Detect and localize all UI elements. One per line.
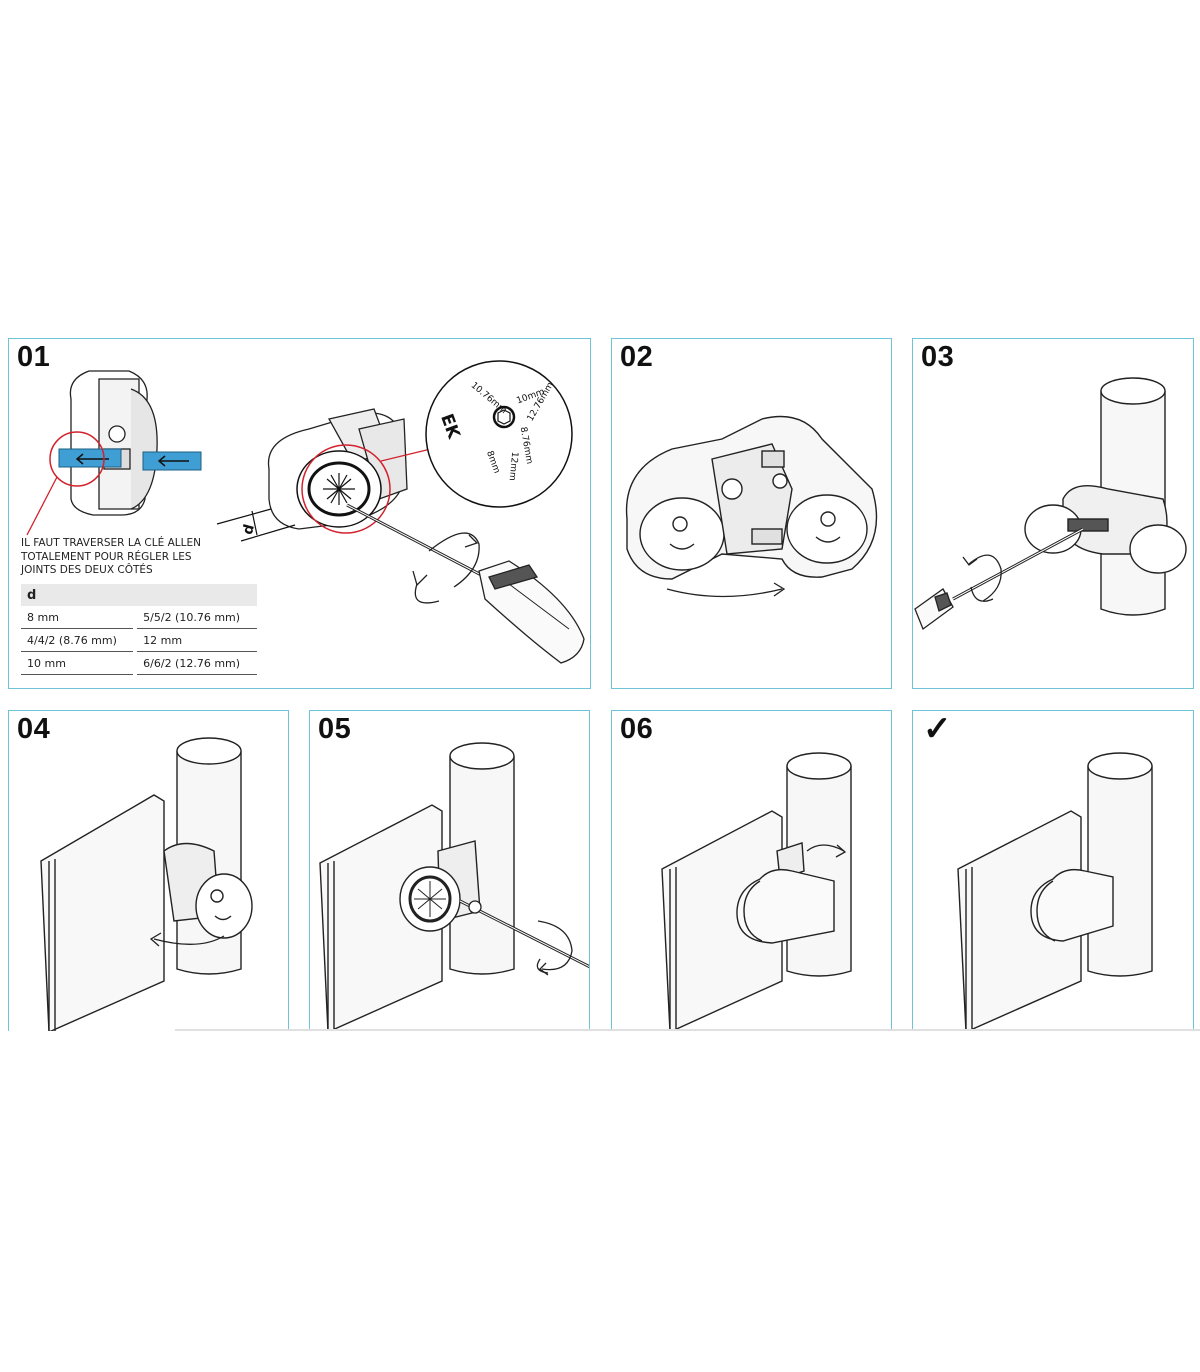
dimension-label: d xyxy=(240,523,258,537)
step-03-illustration xyxy=(914,377,1187,631)
table-row: 4/4/2 (8.76 mm)12 mm xyxy=(21,628,257,652)
step-02-panel: 02 xyxy=(611,338,892,689)
rotation-arrow xyxy=(536,920,573,976)
step-done-panel: ✓ xyxy=(912,710,1194,1031)
rotation-arrow xyxy=(149,932,225,947)
step-06-illustration xyxy=(661,752,852,1031)
allen-key xyxy=(459,899,589,969)
opening-arrow xyxy=(666,582,786,598)
bottom-divider xyxy=(175,1029,1200,1031)
step-number: 06 xyxy=(620,713,654,745)
step-number: 01 xyxy=(17,341,51,373)
dimension-d xyxy=(216,508,296,542)
table-header: d xyxy=(21,584,257,606)
step-01-panel: 01 xyxy=(8,338,591,689)
checkmark-icon: ✓ xyxy=(923,710,952,748)
step-01-illustration: d EK 8mm 10mm 12mm 8.76mm 10.76mm 12. xyxy=(26,360,585,664)
step-04-illustration xyxy=(40,737,253,1031)
step-done-illustration xyxy=(957,752,1153,1031)
allen-key xyxy=(914,527,1084,631)
step-06-panel: 06 xyxy=(611,710,892,1031)
connector-side-view xyxy=(69,370,158,516)
step-number: 03 xyxy=(921,341,955,373)
rotation-arrow xyxy=(412,532,480,604)
dial-label-12mm: 12mm xyxy=(507,451,519,481)
step-03-panel: 03 xyxy=(912,338,1194,689)
closing-arrow xyxy=(806,844,847,858)
step-02-illustration xyxy=(625,415,878,598)
dial-detail-zoom: EK 8mm 10mm 12mm 8.76mm 10.76mm 12.76mm xyxy=(425,360,573,508)
step-04-panel: 04 xyxy=(8,710,289,1031)
highlight-circle-dial xyxy=(301,444,391,534)
adjustment-dial xyxy=(296,450,382,528)
step-01-note: IL FAUT TRAVERSER LA CLÉ ALLEN TOTALEMEN… xyxy=(21,537,201,576)
step-05-panel: 05 xyxy=(309,710,590,1031)
step-number: 02 xyxy=(620,341,654,373)
rotation-arrow xyxy=(962,554,1002,602)
blue-insert-strip xyxy=(58,448,202,471)
step-number: 05 xyxy=(318,713,352,745)
step-05-illustration xyxy=(319,742,589,1031)
screwdriver xyxy=(346,503,585,664)
highlight-circle-small xyxy=(49,431,105,487)
step-number: 04 xyxy=(17,713,51,745)
